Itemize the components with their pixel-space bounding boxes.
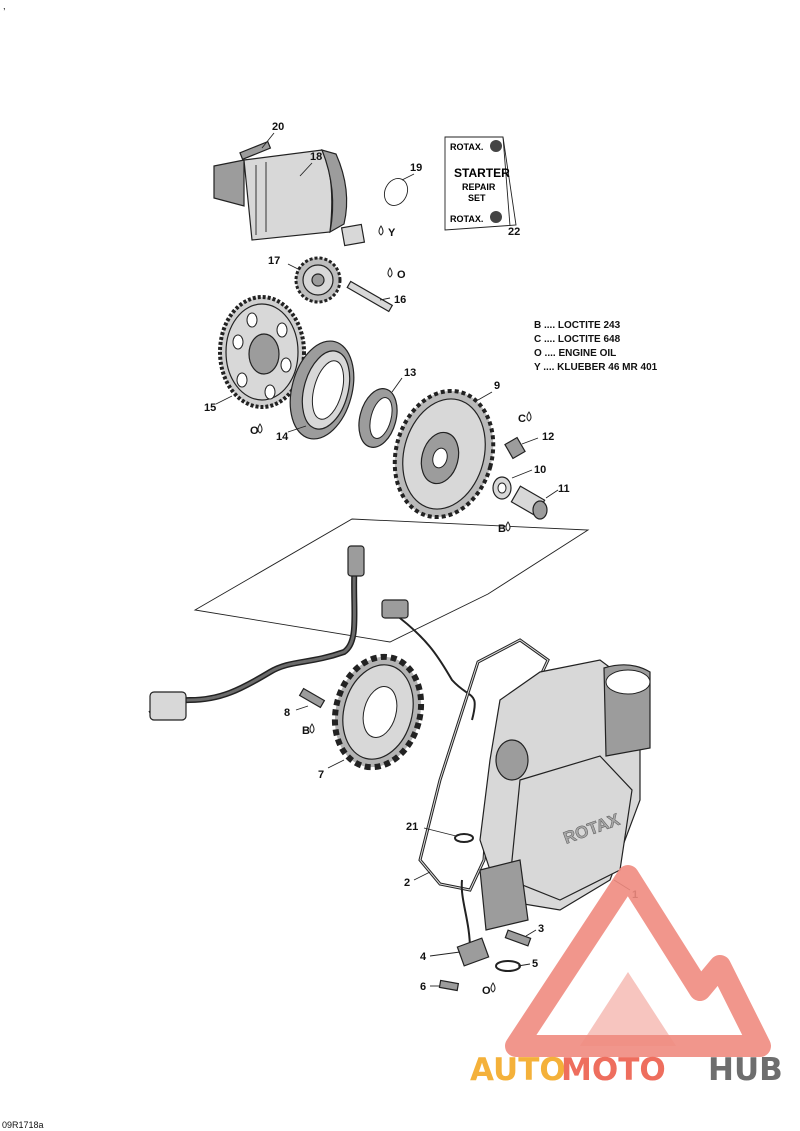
intermediate-gear-17: [294, 256, 342, 304]
sprag-clutch-14: [289, 340, 355, 440]
label-2: 2: [404, 877, 410, 889]
label-13: 13: [404, 367, 416, 379]
assembly-outline: [193, 518, 590, 643]
starter-set-brand-top: ROTAX.: [450, 142, 483, 152]
starter-motor: [213, 149, 366, 247]
screw-12: [504, 436, 526, 460]
sprag-gear-15: [218, 295, 306, 409]
label-18: 18: [310, 151, 322, 163]
o-ring-21: [454, 833, 474, 843]
starter-set-line2: REPAIR: [462, 182, 496, 192]
starter-set-brand-bottom: ROTAX.: [450, 214, 483, 224]
label-22: 22: [508, 226, 520, 238]
legend: B .... LOCTITE 243 C .... LOCTITE 648 O …: [534, 320, 658, 373]
screw-6: [438, 979, 460, 992]
label-14: 14: [276, 431, 289, 443]
code-b-8: B: [302, 725, 310, 737]
shaft-16: [346, 280, 394, 313]
code-o-16: O: [397, 269, 406, 281]
label-9: 9: [494, 380, 500, 392]
code-c: C: [518, 413, 526, 425]
starter-repair-set: ROTAX. STARTER REPAIR SET ROTAX.: [444, 136, 517, 231]
label-11: 11: [558, 483, 570, 495]
label-8: 8: [284, 707, 290, 719]
starter-set-line1: STARTER: [454, 166, 510, 180]
legend-y: Y .... KLUEBER 46 MR 401: [534, 362, 658, 373]
label-17: 17: [268, 255, 280, 267]
label-21: 21: [406, 821, 418, 833]
magneto-cover-1: ROTAX: [479, 659, 651, 931]
label-20: 20: [272, 121, 284, 133]
label-16: 16: [394, 294, 406, 306]
screw-8: [298, 687, 326, 709]
label-4: 4: [420, 951, 427, 963]
code-o-5: O: [482, 985, 491, 997]
code-b-11: B: [498, 523, 506, 535]
sensor-4: [456, 879, 490, 967]
label-10: 10: [534, 464, 546, 476]
bearing-13: [358, 388, 398, 448]
o-ring-19: [383, 178, 409, 206]
o-ring-5: [495, 960, 521, 972]
legend-c: C .... LOCTITE 648: [534, 334, 621, 345]
watermark-logo: AUTO MOTO HUB: [470, 865, 783, 1088]
label-19: 19: [410, 162, 422, 174]
label-12: 12: [542, 431, 554, 443]
watermark-auto: AUTO: [470, 1052, 566, 1088]
starter-set-line3: SET: [468, 193, 486, 203]
legend-b: B .... LOCTITE 243: [534, 320, 621, 331]
label-15: 15: [204, 402, 216, 414]
code-o-15: O: [250, 425, 259, 437]
figure-code: 09R1718a: [2, 1120, 44, 1130]
stator-7: [331, 653, 425, 771]
label-6: 6: [420, 981, 426, 993]
screw-11: [510, 485, 548, 520]
watermark-hub: HUB: [708, 1052, 783, 1088]
rotor-9: [392, 388, 496, 520]
screw-3: [504, 929, 532, 947]
label-3: 3: [538, 923, 544, 935]
washer-10: [492, 476, 512, 500]
corner-mark: ,: [3, 1, 6, 11]
label-7: 7: [318, 769, 324, 781]
part-number-labels: 20 18 19 22 17 16 15 14 13 9 12 10 11 8 …: [204, 121, 638, 993]
bolt-20: [239, 140, 272, 161]
wiring-harness: [148, 545, 476, 721]
label-5: 5: [532, 958, 538, 970]
code-y: Y: [388, 227, 396, 239]
legend-o: O .... ENGINE OIL: [534, 348, 616, 359]
watermark-moto: MOTO: [561, 1052, 666, 1088]
gasket-2: [418, 638, 550, 892]
code-markers: Y O O C B B O: [250, 225, 532, 997]
